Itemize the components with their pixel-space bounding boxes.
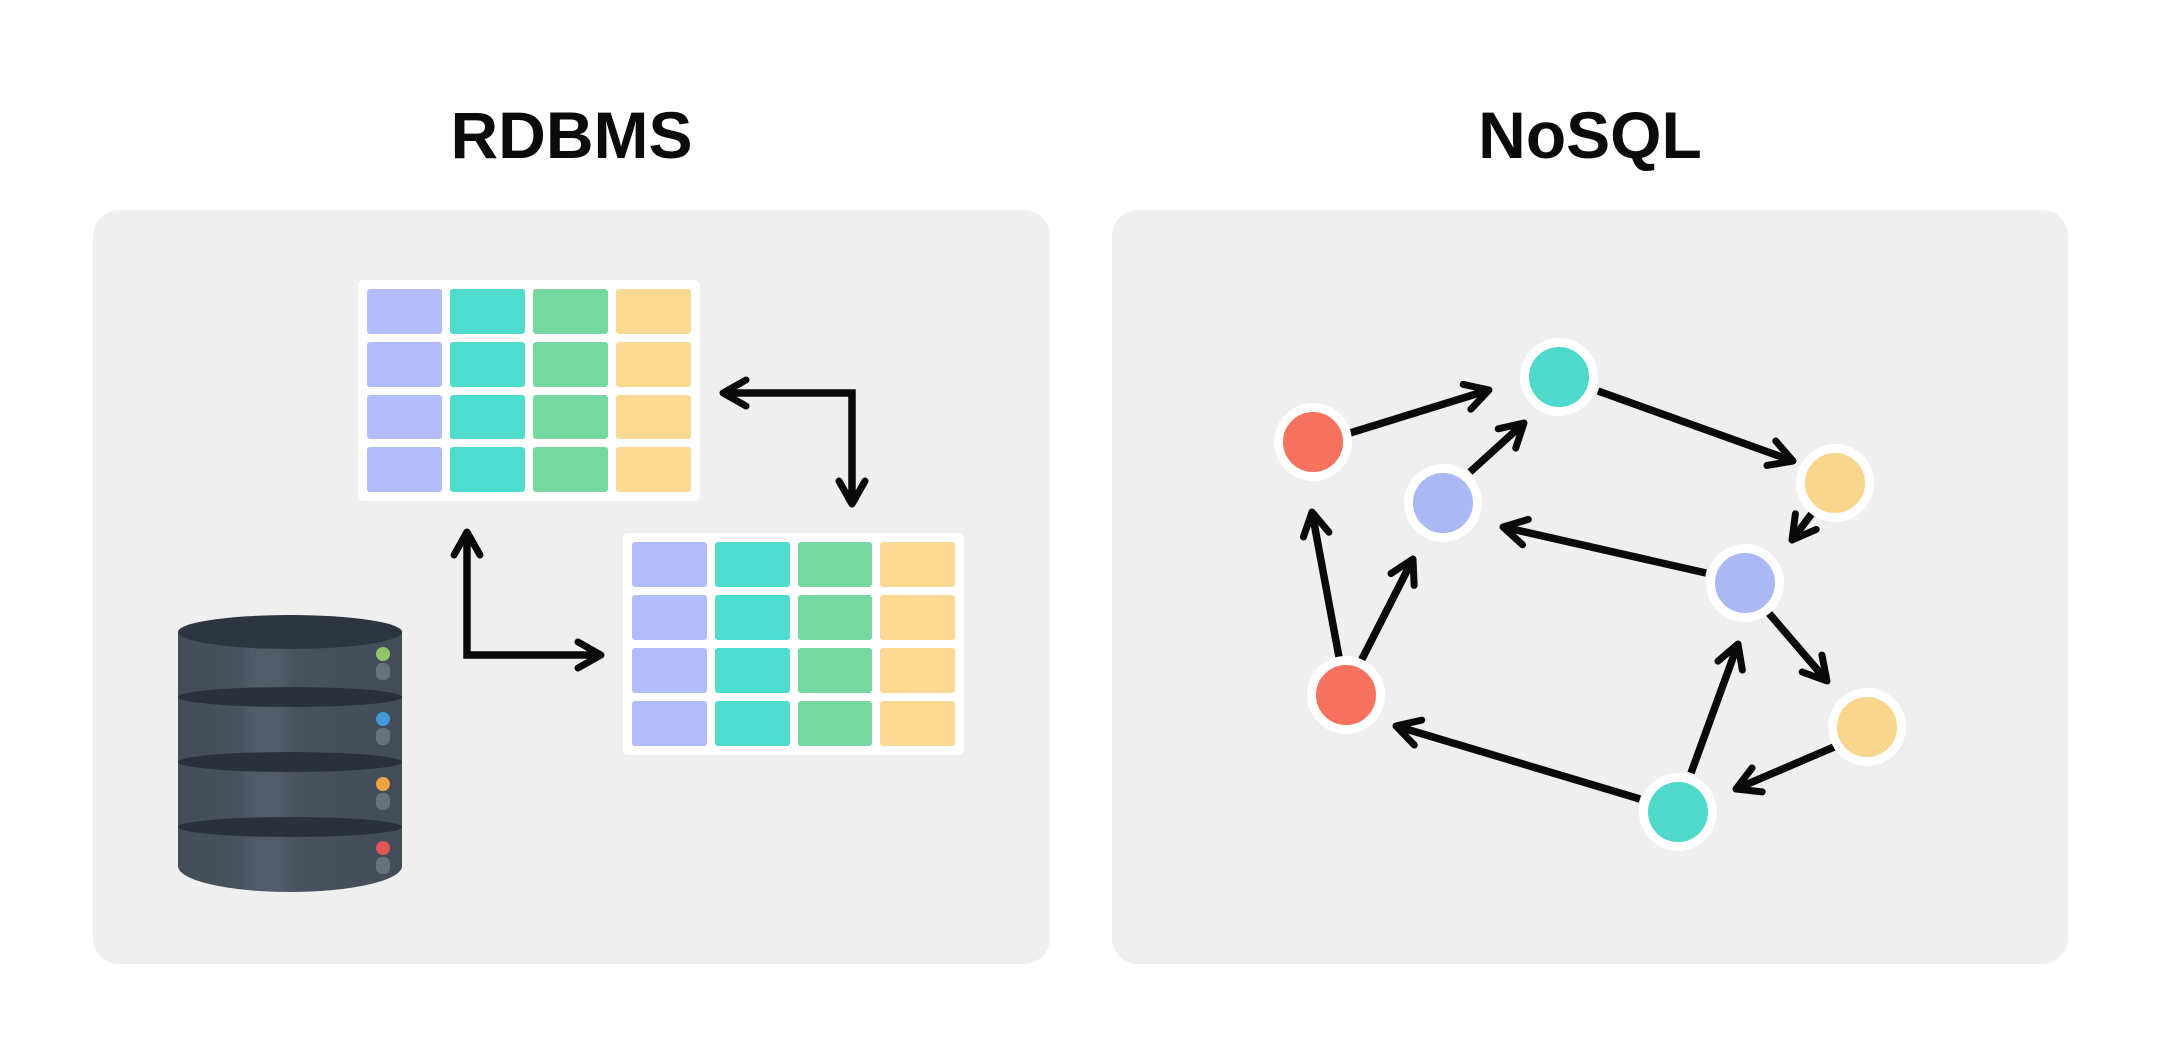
table-cell <box>880 595 955 640</box>
database-slot <box>376 857 390 874</box>
graph-node-lavender <box>1404 464 1482 542</box>
table-cell <box>632 542 707 587</box>
table-cell <box>450 289 525 334</box>
graph-edge-n6-n4 <box>1357 555 1418 663</box>
rdbms-table-2 <box>623 533 964 755</box>
nosql-panel <box>1112 210 2068 964</box>
graph-edge-n5-n4 <box>1499 515 1707 577</box>
graph-edge-n6-n1 <box>1299 508 1343 658</box>
table-cell <box>367 394 442 440</box>
table-cell <box>616 341 691 387</box>
table-cell <box>632 701 707 746</box>
graph-node-teal <box>1520 338 1598 416</box>
table-cell <box>533 289 608 334</box>
graph-edge-n5-n7 <box>1764 608 1831 685</box>
table-cell <box>714 595 790 640</box>
table-cell <box>533 394 608 440</box>
table-cell <box>714 701 790 746</box>
graph-node-teal <box>1639 773 1717 851</box>
table-cell <box>714 542 790 587</box>
table-cell <box>450 394 525 440</box>
table-cell <box>616 394 691 440</box>
table-cell <box>880 648 955 693</box>
graph-nodes <box>1274 338 1906 851</box>
database-led <box>376 841 390 855</box>
graph-edge-n8-n6 <box>1392 716 1642 803</box>
table-cell <box>367 289 442 334</box>
table-cell <box>632 595 707 640</box>
graph-edge-n2-n3 <box>1596 387 1797 469</box>
table-cell <box>797 542 873 587</box>
table-cell <box>880 701 955 746</box>
table-cell <box>880 542 955 587</box>
graph-edge-n4-n2 <box>1467 419 1528 475</box>
database-slot <box>376 728 390 745</box>
table-cell <box>632 648 707 693</box>
table-cell <box>367 447 442 492</box>
graph-node-yellow <box>1796 444 1874 522</box>
graph-edges <box>1299 380 1836 803</box>
database-led <box>376 777 390 791</box>
database-icon <box>178 615 402 892</box>
database-top <box>178 615 402 649</box>
graph-node-red <box>1307 656 1385 734</box>
graph-edge-n1-n2 <box>1348 380 1493 437</box>
nosql-title: NoSQL <box>1478 98 1702 172</box>
table-cell <box>450 341 525 387</box>
graph-edge-n3-n5 <box>1788 509 1820 544</box>
table-cell <box>367 341 442 387</box>
table-cell <box>616 289 691 334</box>
graph-node-lavender <box>1706 544 1784 622</box>
database-separator <box>178 817 402 837</box>
database-led <box>376 647 390 661</box>
relation-arrows <box>450 376 869 672</box>
database-separator <box>178 687 402 707</box>
rdbms-title: RDBMS <box>450 98 693 172</box>
graph-edge-n7-n8 <box>1732 743 1836 796</box>
rdbms-table-1 <box>358 280 700 501</box>
relation-arrow <box>450 528 605 672</box>
table-cell <box>797 701 873 746</box>
graph-node-yellow <box>1828 688 1906 766</box>
table-cell <box>533 447 608 492</box>
database-led <box>376 712 390 726</box>
table-cell <box>714 648 790 693</box>
table-cell <box>450 447 525 492</box>
graph-node-red <box>1274 403 1352 481</box>
table-cell <box>533 341 608 387</box>
table-cell <box>797 595 873 640</box>
relation-arrow <box>719 376 869 508</box>
graph-edge-n8-n5 <box>1687 640 1746 775</box>
database-slot <box>376 793 390 810</box>
table-cell <box>616 447 691 492</box>
database-separator <box>178 752 402 772</box>
table-cell <box>797 648 873 693</box>
database-slot <box>376 663 390 680</box>
